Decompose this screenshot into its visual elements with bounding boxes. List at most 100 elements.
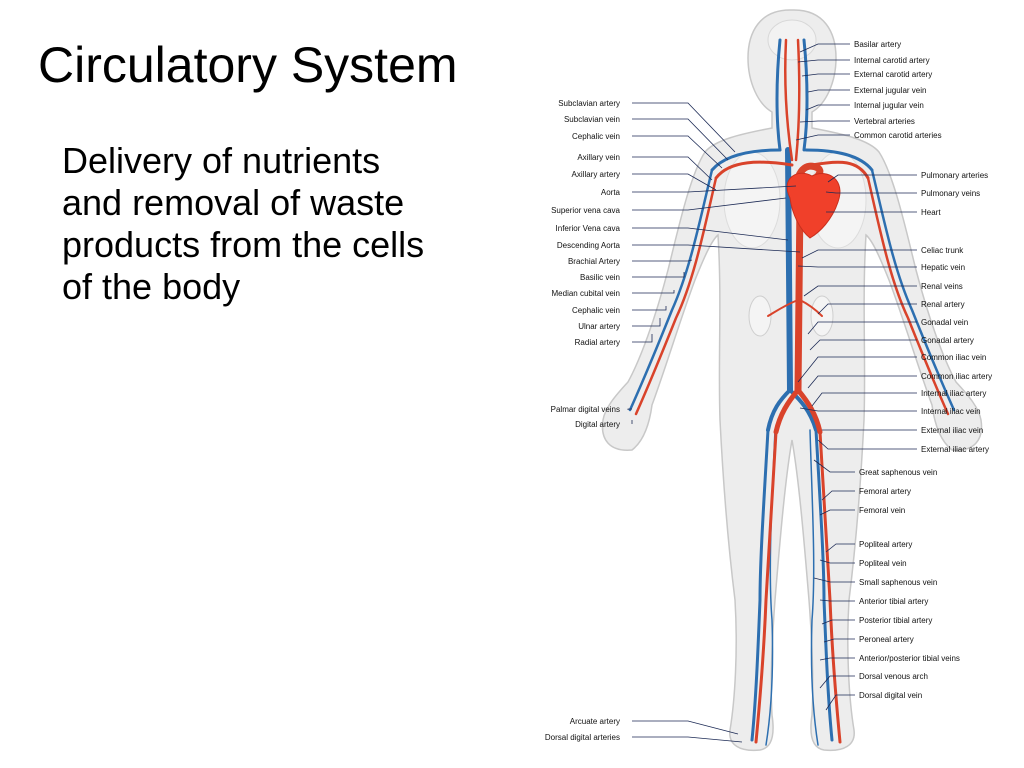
saphenous-vein-right bbox=[809, 429, 819, 746]
diagram-label: Posterior tibial artery bbox=[859, 616, 932, 625]
diagram-label: Small saphenous vein bbox=[859, 578, 937, 587]
label-leader-line bbox=[799, 407, 917, 412]
diagram-label: Heart bbox=[921, 208, 941, 217]
label-leader-line bbox=[825, 543, 855, 553]
diagram-label: Femoral vein bbox=[859, 506, 905, 515]
label-leader-line bbox=[819, 657, 855, 661]
body-line: products from the cells bbox=[62, 224, 425, 265]
label-leader-line bbox=[827, 174, 917, 183]
label-leader-line bbox=[632, 318, 661, 327]
arm-artery-right bbox=[866, 176, 950, 416]
arm-vein-left bbox=[628, 168, 714, 412]
jugular-vein-right bbox=[802, 38, 809, 152]
slide-title: Circulatory System bbox=[38, 37, 458, 93]
label-leader-line bbox=[801, 73, 850, 77]
jugular-vein-left bbox=[775, 38, 782, 152]
diagram-label: Common iliac artery bbox=[921, 372, 992, 381]
label-leader-line bbox=[825, 694, 855, 711]
label-leader-line bbox=[797, 356, 917, 383]
diagram-label: Digital artery bbox=[575, 420, 620, 429]
label-leader-line bbox=[807, 89, 850, 93]
diagram-label: Renal veins bbox=[921, 282, 963, 291]
label-leader-line bbox=[797, 265, 917, 268]
diagram-label: Aorta bbox=[601, 188, 621, 197]
label-leaders bbox=[627, 43, 917, 743]
diagram-label: Inferior Vena cava bbox=[556, 224, 621, 233]
slide-body-text: Delivery of nutrients and removal of was… bbox=[62, 140, 532, 308]
label-leader-line bbox=[632, 197, 787, 211]
label-leader-line bbox=[813, 459, 855, 473]
diagram-label: Dorsal venous arch bbox=[859, 672, 928, 681]
diagram-label: Cephalic vein bbox=[572, 306, 620, 315]
diagram-label: Peroneal artery bbox=[859, 635, 914, 644]
kidney-left bbox=[748, 295, 772, 337]
diagram-label: Vertebral arteries bbox=[854, 117, 915, 126]
label-leader-line bbox=[809, 339, 917, 351]
label-leader-line bbox=[632, 227, 789, 241]
iliac-vein-right bbox=[788, 388, 818, 432]
label-leader-line bbox=[817, 439, 917, 450]
diagram-label: Arcuate artery bbox=[570, 717, 620, 726]
brain bbox=[767, 19, 817, 61]
label-leader-line bbox=[632, 102, 736, 153]
diagram-label: Subclavian vein bbox=[564, 115, 620, 124]
label-leader-line bbox=[799, 120, 850, 123]
label-leader-line bbox=[813, 577, 855, 583]
diagram-label: Dorsal digital arteries bbox=[545, 733, 620, 742]
label-leader-line bbox=[819, 559, 855, 564]
diagram-label: Axillary vein bbox=[577, 153, 620, 162]
diagram-label: Ulnar artery bbox=[578, 322, 620, 331]
body-line: Delivery of nutrients bbox=[62, 140, 381, 181]
diagram-label: Renal artery bbox=[921, 300, 965, 309]
diagram-label: Hepatic vein bbox=[921, 263, 965, 272]
label-leader-line bbox=[632, 259, 693, 262]
label-leader-line bbox=[823, 638, 855, 643]
diagram-label: Axillary artery bbox=[572, 170, 620, 179]
label-leader-line bbox=[799, 43, 850, 53]
diagram-label: Anterior/posterior tibial veins bbox=[859, 654, 960, 663]
diagram-label: External jugular vein bbox=[854, 86, 926, 95]
leg-vein-right bbox=[814, 428, 834, 742]
diagram-label: Pulmonary arteries bbox=[921, 171, 988, 180]
label-leader-line bbox=[801, 249, 917, 259]
label-leader-line bbox=[807, 375, 917, 389]
subclavian-artery-left bbox=[714, 160, 794, 180]
iliac-artery-right bbox=[795, 387, 823, 435]
diagram-label: Common carotid arteries bbox=[854, 131, 942, 140]
diagram-label: Internal jugular vein bbox=[854, 101, 924, 110]
diagram-label: Common iliac vein bbox=[921, 353, 986, 362]
diagram-label: External carotid artery bbox=[854, 70, 932, 79]
leg-artery-right bbox=[818, 430, 842, 744]
blood-vessels bbox=[628, 38, 956, 746]
diagram-label: Subclavian artery bbox=[558, 99, 620, 108]
diagram-label: Dorsal digital vein bbox=[859, 691, 922, 700]
subclavian-vein-right bbox=[804, 148, 874, 172]
body-line: of the body bbox=[62, 266, 241, 307]
heart bbox=[786, 172, 841, 239]
diagram-label: Palmar digital veins bbox=[551, 405, 620, 414]
label-leader-line bbox=[632, 290, 675, 294]
label-leader-line bbox=[627, 408, 632, 410]
label-leader-line bbox=[632, 118, 729, 161]
diagram-label: Internal carotid artery bbox=[854, 56, 930, 65]
label-leader-line bbox=[632, 334, 653, 343]
carotid-artery-left bbox=[784, 38, 794, 162]
diagram-label: Brachial Artery bbox=[568, 257, 620, 266]
label-leader-line bbox=[632, 306, 667, 311]
label-leader-line bbox=[632, 156, 713, 181]
diagram-label: Gonadal vein bbox=[921, 318, 968, 327]
diagram-label: Anterior tibial artery bbox=[859, 597, 928, 606]
diagram-label: Internal iliac artery bbox=[921, 389, 986, 398]
label-leader-line bbox=[819, 509, 855, 516]
iliac-vein-left bbox=[766, 388, 792, 432]
diagram-label: External iliac artery bbox=[921, 445, 989, 454]
diagram-label: Descending Aorta bbox=[557, 241, 621, 250]
label-leader-line bbox=[821, 619, 855, 625]
label-leader-line bbox=[825, 191, 917, 194]
diagram-label: External iliac vein bbox=[921, 426, 983, 435]
label-leader-line bbox=[632, 720, 739, 735]
renal-artery-right bbox=[799, 299, 823, 317]
diagram-label: Celiac trunk bbox=[921, 246, 964, 255]
label-leader-line bbox=[803, 285, 917, 297]
label-leader-line bbox=[632, 736, 743, 743]
